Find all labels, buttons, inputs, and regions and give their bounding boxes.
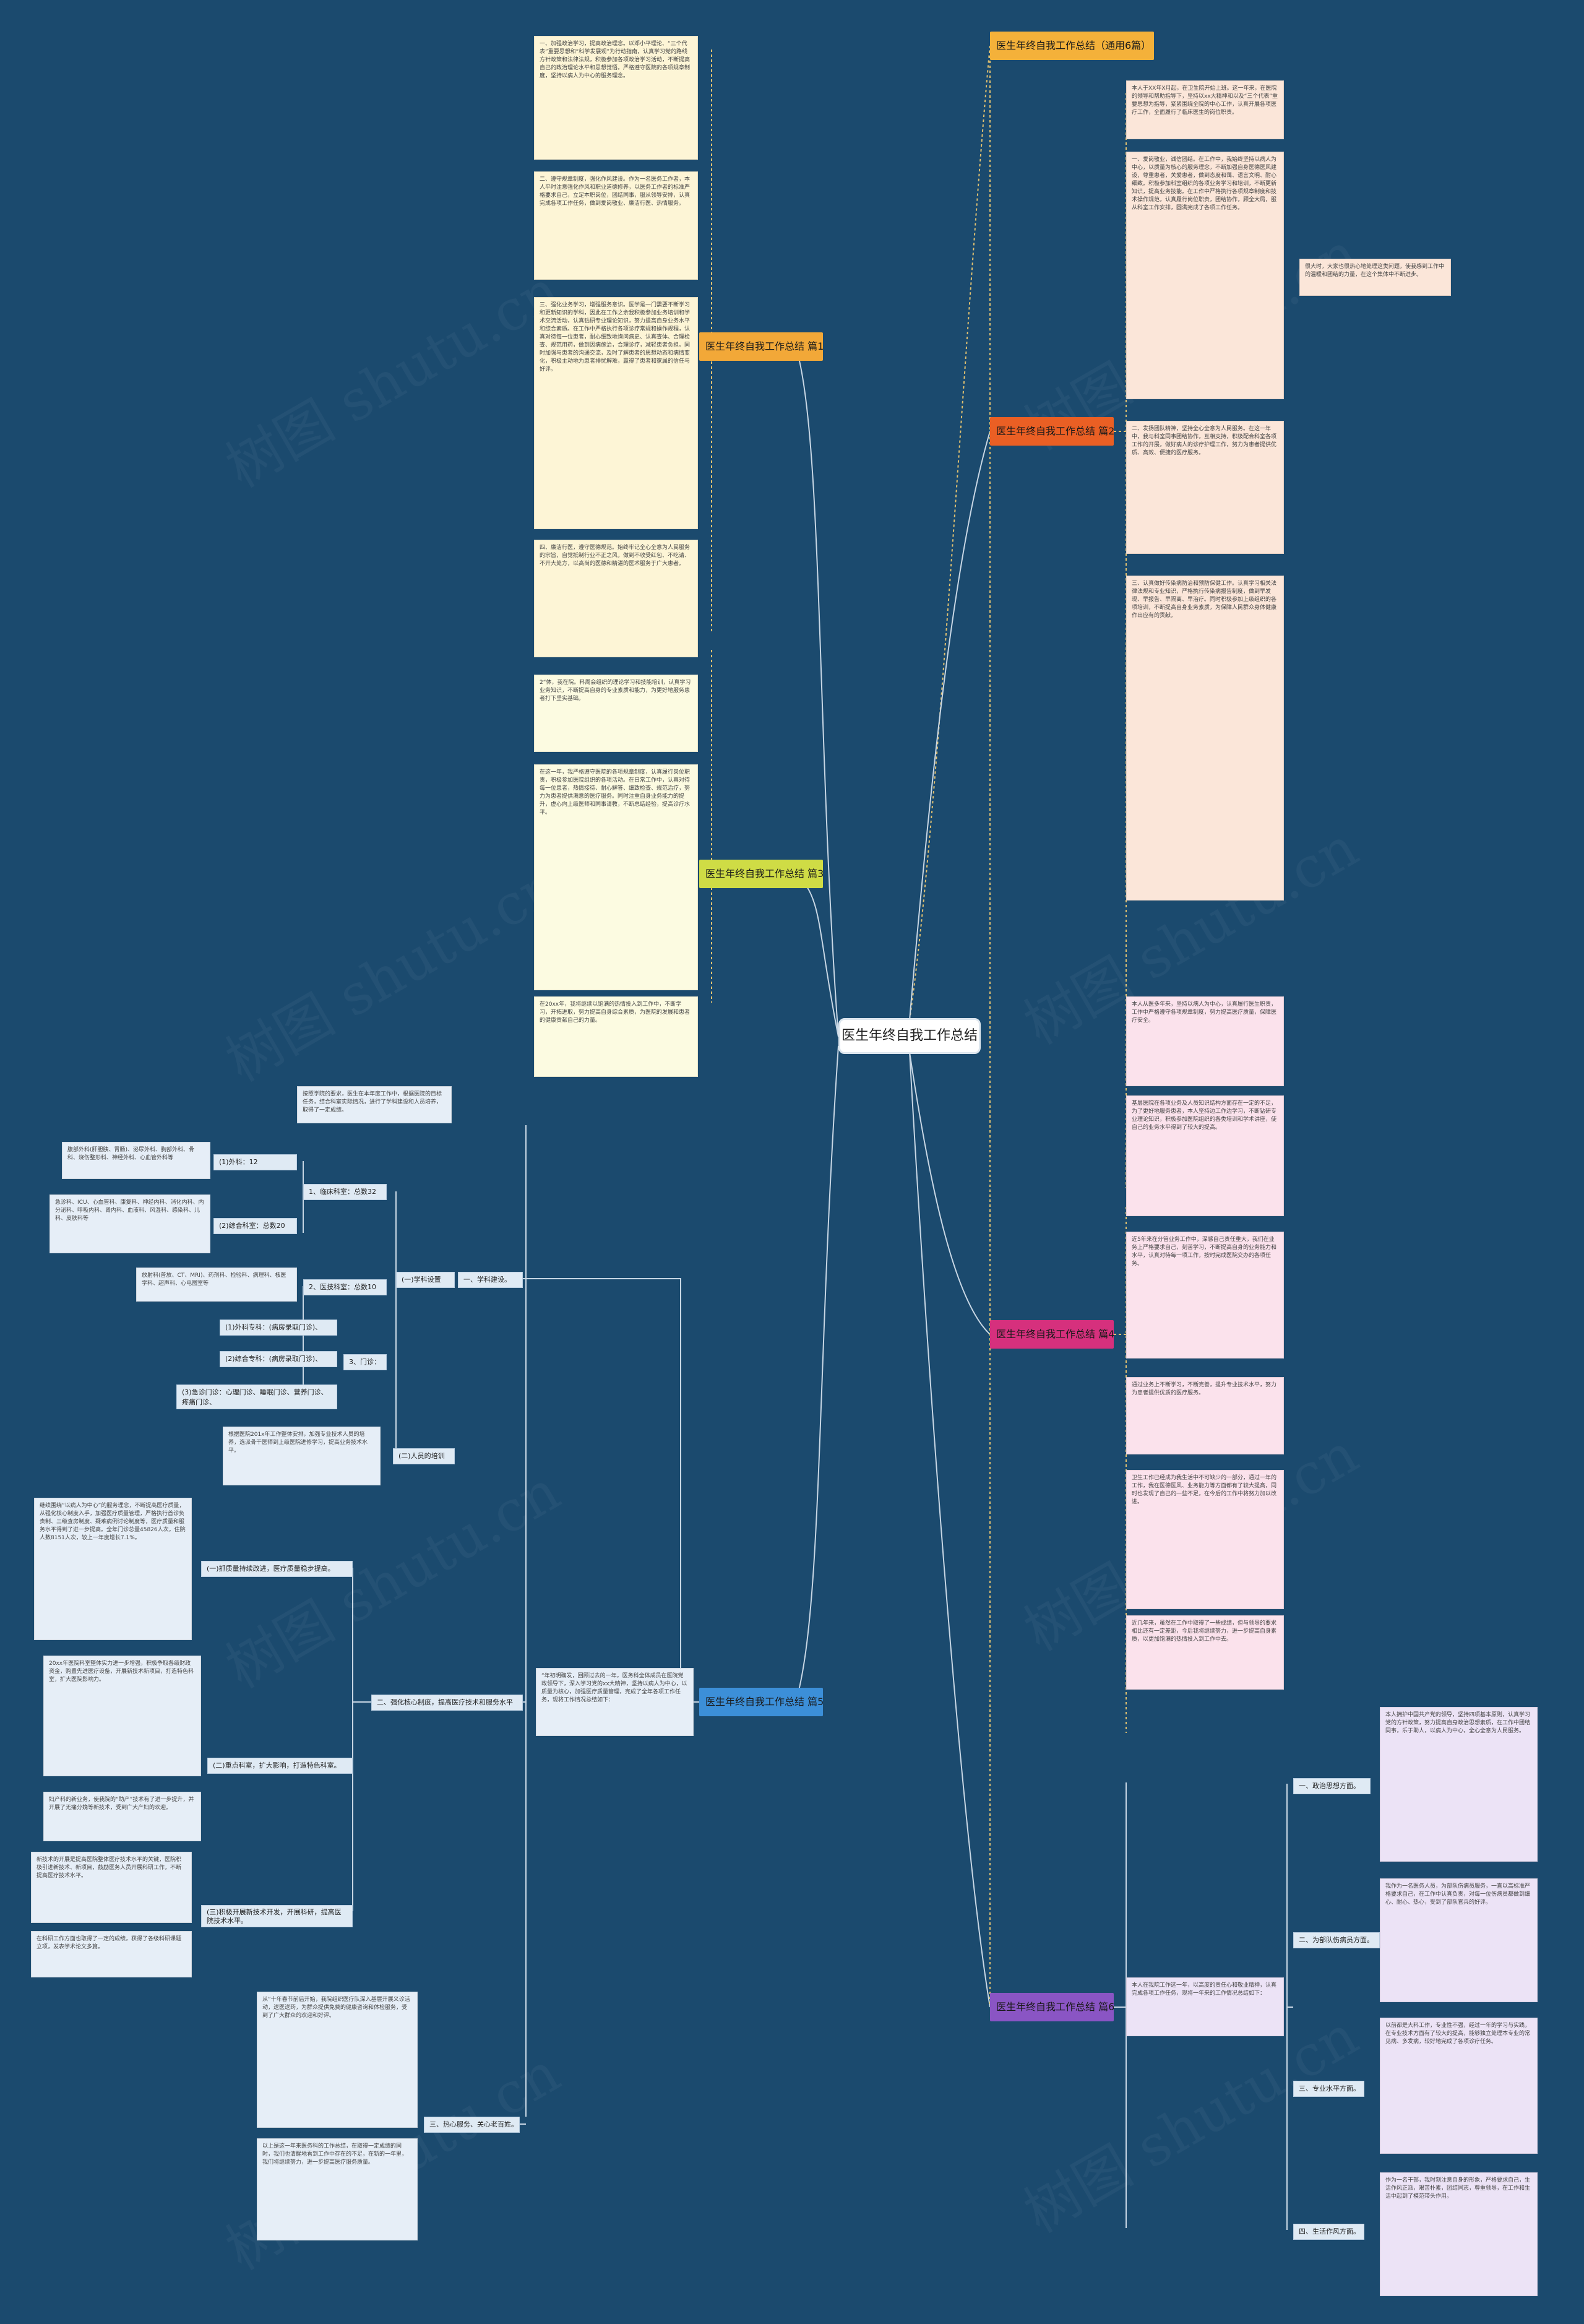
part6-leaf-professional: 以前都是大科工作，专业性不强，经过一年的学习与实践，在专业技术方面有了较大的提高… xyxy=(1380,2018,1538,2154)
part3-leaf-work: 在这一年，我严格遵守医院的各项规章制度，认真履行岗位职责，积极参加医院组织的各项… xyxy=(534,764,698,990)
general-intro: 本人于XX年X月起，在卫生院开始上班。这一年来，在医院的领导和帮助指导下，坚持以… xyxy=(1126,80,1284,139)
part5-leaf-research: 在科研工作方面也取得了一定的成绩，获得了各级科研课题立项，发表学术论文多篇。 xyxy=(31,1931,192,1977)
part5-topic-discipline[interactable]: 一、学科建设。 xyxy=(458,1272,523,1288)
root-topic[interactable]: 医生年终自我工作总结 xyxy=(838,1018,981,1054)
part5-topic-service[interactable]: 三、热心服务、关心老百姓。 xyxy=(424,2117,520,2133)
part6-leaf-intro: 本人在我院工作这一年，以高度的责任心和敬业精神，认真完成各项工作任务，现将一年来… xyxy=(1126,1977,1284,2036)
part5-leaf-intro: 按照学院的要求，医生在本年度工作中，根据医院的目标任务，结合科室实际情况，进行了… xyxy=(297,1086,452,1123)
part6-topic-political[interactable]: 一、政治思想方面。 xyxy=(1293,1778,1371,1794)
branch-part-6[interactable]: 医生年终自我工作总结 篇6 xyxy=(990,1993,1114,2021)
branch-part-5[interactable]: 医生年终自我工作总结 篇5 xyxy=(699,1688,823,1716)
part4-leaf-skills: 通过业务上不断学习，不断完善，提升专业技术水平，努力为患者提供优质的医疗服务。 xyxy=(1126,1377,1284,1454)
part2-leaf-dedication: 一、爱岗敬业，诚信团结。在工作中，我始终坚持以病人为中心，以质量为核心的服务理念… xyxy=(1126,152,1284,399)
part2-leaf-prevention: 三、认真做好传染病防治和预防保健工作。认真学习相关法律法规和专业知识，严格执行传… xyxy=(1126,576,1284,901)
part1-leaf-discipline: 二、遵守规章制度，强化作风建设。作为一名医务工作者，本人平时注意强化作风和职业道… xyxy=(534,171,698,280)
part1-leaf-political: 一、加强政治学习，提高政治理念。以邓小平理论、“三个代表”重要思想和“科学发展观… xyxy=(534,36,698,160)
part5-leaf-training: 根据医院201x年工作整体安排，加强专业技术人员的培养，选派骨干医师到上级医院进… xyxy=(223,1427,381,1485)
part5-sub-new-tech[interactable]: (三)积极开展新技术开发，开展科研，提高医院技术水平。 xyxy=(201,1905,353,1927)
part5-leaf-medtech: 放射科(普放、CT、MRI)、药剂科、检验科、病理科、核医学科、超声科、心电图室… xyxy=(136,1268,297,1302)
branch-general-title[interactable]: 医生年终自我工作总结（通用6篇） xyxy=(990,32,1154,60)
part5-sub-training[interactable]: (二)人员的培训 xyxy=(393,1448,455,1464)
part5-leaf-summary: 以上是这一年来医务科的工作总结，在取得一定成绩的同时，我们也清醒地看到工作中存在… xyxy=(257,2138,418,2240)
part5-leaf-quality: 继续围绕“以病人为中心”的服务理念，不断提高医疗质量，从强化核心制度入手，加强医… xyxy=(34,1498,192,1640)
part5-sub-medtech[interactable]: 2、医技科室：总数10 xyxy=(303,1279,387,1295)
part5-sub-quality[interactable]: (一)抓质量持续改进，医疗质量稳步提高。 xyxy=(201,1561,353,1577)
part5-sub-surgery-clinic[interactable]: (1)外科专科：(病房录取门诊)、 xyxy=(220,1320,337,1336)
part5-leaf-surgery: 腹部外科(肝胆胰、胃肠)、泌尿外科、胸部外科、骨科、烧伤整形科、神经外科、心血管… xyxy=(62,1142,210,1179)
part5-leaf-new-tech: 新技术的开展是提高医院整体医疗技术水平的关键，医院积极引进新技术、新项目，鼓励医… xyxy=(31,1852,192,1923)
part3-leaf-study: 2“体，我在院。科周会组织的理论学习和技能培训，认真学习业务知识，不断提高自身的… xyxy=(534,675,698,752)
part5-sub-key-departments[interactable]: (二)重点科室，扩大影响，打造特色科室。 xyxy=(207,1758,353,1774)
part3-leaf-plan: 在20xx年，我将继续以饱满的热情投入到工作中，不断学习，开拓进取，努力提高自身… xyxy=(534,996,698,1077)
part6-leaf-troops: 我作为一名医务人员，为部队伤病员服务，一直以高标准严格要求自己，在工作中认真负责… xyxy=(1380,1878,1538,2002)
part4-leaf-grassroots: 基层医院在各项业务及人员知识结构方面存在一定的不足，为了更好地服务患者，本人坚持… xyxy=(1126,1095,1284,1216)
part5-leaf-obstetrics: 妇产科的新业务，使我院的“助产”技术有了进一步提升，并开展了无痛分娩等新技术，受… xyxy=(43,1792,201,1841)
part6-leaf-political: 本人拥护中国共产党的领导，坚持四项基本原则，认真学习党的方针政策，努力提高自身政… xyxy=(1380,1707,1538,1862)
part5-sub-outpatient[interactable]: 3、门诊： xyxy=(343,1354,387,1370)
part4-leaf-health: 卫生工作已经成为我生活中不可缺少的一部分，通过一年的工作，我在医德医风、业务能力… xyxy=(1126,1470,1284,1609)
part5-leaf-key-departments: 20xx年医院科室整体实力进一步增强，积极争取各级财政资金，购置先进医疗设备，开… xyxy=(43,1656,201,1776)
part5-leaf-general: 急诊科、ICU、心血管科、康复科、神经内科、消化内科、内分泌科、呼吸内科、肾内科… xyxy=(50,1194,210,1253)
part6-topic-lifestyle[interactable]: 四、生活作风方面。 xyxy=(1293,2224,1364,2240)
part5-sub-clinical[interactable]: 1、临床科室：总数32 xyxy=(303,1184,387,1200)
part5-sub-general[interactable]: (2)综合科室：总数20 xyxy=(213,1218,297,1234)
part1-leaf-integrity: 四、廉洁行医，遵守医德规范。始终牢记全心全意为人民服务的宗旨，自觉抵制行业不正之… xyxy=(534,540,698,657)
part4-leaf-responsibility: 近5年来在分管业务工作中，深感自己责任重大，我们在业务上严格要求自己，刻苦学习，… xyxy=(1126,1232,1284,1359)
part5-sub-surgery[interactable]: (1)外科：12 xyxy=(213,1154,297,1170)
part1-leaf-study: 三、强化业务学习，增强服务意识。医学是一门需要不断学习和更新知识的学科，因此在工… xyxy=(534,297,698,529)
part2-leaf-side: 很大时，大家也很热心地处理这类问题，使我感到工作中的温暖和团结的力量，在这个集体… xyxy=(1299,259,1451,296)
part5-leaf-lead: “年初明确发，回顾过去的一年，医务科全体成员在医院党政领导下，深入学习党的xx大… xyxy=(536,1668,694,1736)
branch-part-2[interactable]: 医生年终自我工作总结 篇2 xyxy=(990,417,1114,446)
part2-leaf-teamwork: 二、发扬团队精神，坚持全心全意为人民服务。在这一年中，我与科室同事团结协作，互相… xyxy=(1126,421,1284,554)
part5-sub-setup[interactable]: (一)学科设置 xyxy=(396,1272,455,1288)
part6-topic-troops[interactable]: 二、为部队伤病员方面。 xyxy=(1293,1932,1380,1948)
part5-sub-general-clinic[interactable]: (2)综合专科：(病房录取门诊)、 xyxy=(220,1351,337,1367)
part5-sub-emergency[interactable]: (3)急诊门诊：心理门诊、睡眠门诊、营养门诊、疼痛门诊、 xyxy=(176,1384,337,1409)
part4-leaf-outlook: 近几年来，虽然在工作中取得了一些成绩，但与领导的要求相比还有一定差距，今后我将继… xyxy=(1126,1615,1284,1690)
part4-leaf-intro: 本人从医多年来，坚持以病人为中心，认真履行医生职责，工作中严格遵守各项规章制度，… xyxy=(1126,996,1284,1086)
branch-part-1[interactable]: 医生年终自我工作总结 篇1 xyxy=(699,332,823,361)
part6-topic-professional[interactable]: 三、专业水平方面。 xyxy=(1293,2081,1364,2097)
part5-topic-core-system[interactable]: 二、强化核心制度，提高医疗技术和服务水平 xyxy=(371,1695,523,1711)
part5-leaf-service: 从“十年春节前后开始，我院组织医疗队深入基层开展义诊活动，送医送药，为群众提供免… xyxy=(257,1992,418,2128)
part6-leaf-lifestyle: 作为一名干部，我时刻注意自身的形象，严格要求自己，生活作风正派，艰苦朴素，团结同… xyxy=(1380,2172,1538,2296)
branch-part-3[interactable]: 医生年终自我工作总结 篇3 xyxy=(699,860,823,888)
branch-part-4[interactable]: 医生年终自我工作总结 篇4 xyxy=(990,1320,1114,1349)
